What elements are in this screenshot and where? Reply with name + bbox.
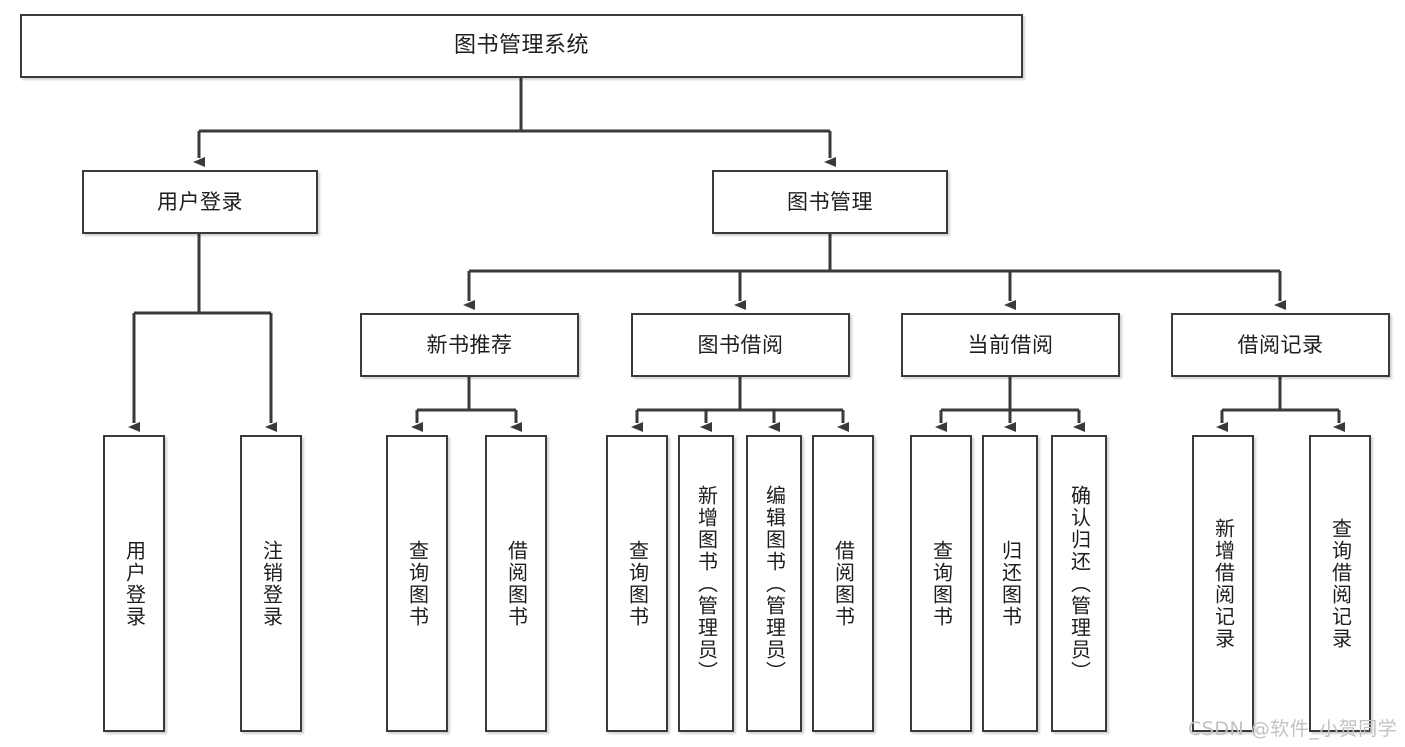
node-leaf-query-book-1-label: 查询图书: [405, 539, 430, 628]
node-leaf-return-book-label: 归还图书: [998, 539, 1023, 628]
node-leaf-add-book[interactable]: 新增图书（管理员）: [678, 435, 734, 732]
node-leaf-confirm-return-label: 确认归还（管理员）: [1067, 484, 1092, 683]
node-leaf-user-login[interactable]: 用户登录: [103, 435, 165, 732]
watermark: CSDN @软件_小贺同学: [1188, 718, 1398, 740]
node-current-borrow-label: 当前借阅: [967, 332, 1054, 357]
node-new-book-recommend[interactable]: 新书推荐: [360, 313, 579, 377]
node-leaf-logout-login-label: 注销登录: [259, 539, 284, 628]
node-leaf-confirm-return[interactable]: 确认归还（管理员）: [1051, 435, 1107, 732]
node-root-label: 图书管理系统: [453, 33, 589, 59]
node-leaf-borrow-book-1-label: 借阅图书: [504, 539, 529, 628]
node-leaf-borrow-book-2-label: 借阅图书: [831, 539, 856, 628]
node-leaf-edit-book-label: 编辑图书（管理员）: [762, 484, 787, 683]
node-leaf-query-book-2-label: 查询图书: [625, 539, 650, 628]
node-leaf-query-book-3[interactable]: 查询图书: [910, 435, 972, 732]
node-current-borrow[interactable]: 当前借阅: [901, 313, 1120, 377]
node-leaf-return-book[interactable]: 归还图书: [982, 435, 1038, 732]
node-book-borrow-label: 图书借阅: [697, 332, 784, 357]
node-book-manage[interactable]: 图书管理: [712, 170, 948, 234]
node-leaf-borrow-book-1[interactable]: 借阅图书: [485, 435, 547, 732]
node-user-login-label: 用户登录: [157, 189, 243, 214]
node-leaf-borrow-book-2[interactable]: 借阅图书: [812, 435, 874, 732]
node-user-login[interactable]: 用户登录: [82, 170, 318, 234]
node-book-manage-label: 图书管理: [787, 189, 873, 214]
node-leaf-add-record[interactable]: 新增借阅记录: [1192, 435, 1254, 732]
node-leaf-query-book-3-label: 查询图书: [929, 539, 954, 628]
node-book-borrow[interactable]: 图书借阅: [631, 313, 850, 377]
node-leaf-query-book-1[interactable]: 查询图书: [386, 435, 448, 732]
node-leaf-logout-login[interactable]: 注销登录: [240, 435, 302, 732]
node-leaf-add-book-label: 新增图书（管理员）: [694, 484, 719, 683]
node-new-book-recommend-label: 新书推荐: [426, 332, 513, 357]
node-leaf-user-login-label: 用户登录: [122, 539, 147, 628]
node-borrow-record[interactable]: 借阅记录: [1171, 313, 1390, 377]
node-leaf-query-record[interactable]: 查询借阅记录: [1309, 435, 1371, 732]
node-leaf-add-record-label: 新增借阅记录: [1211, 517, 1236, 650]
node-borrow-record-label: 借阅记录: [1237, 332, 1324, 357]
node-leaf-edit-book[interactable]: 编辑图书（管理员）: [746, 435, 802, 732]
node-root[interactable]: 图书管理系统: [20, 14, 1023, 78]
node-leaf-query-book-2[interactable]: 查询图书: [606, 435, 668, 732]
node-leaf-query-record-label: 查询借阅记录: [1328, 517, 1353, 650]
